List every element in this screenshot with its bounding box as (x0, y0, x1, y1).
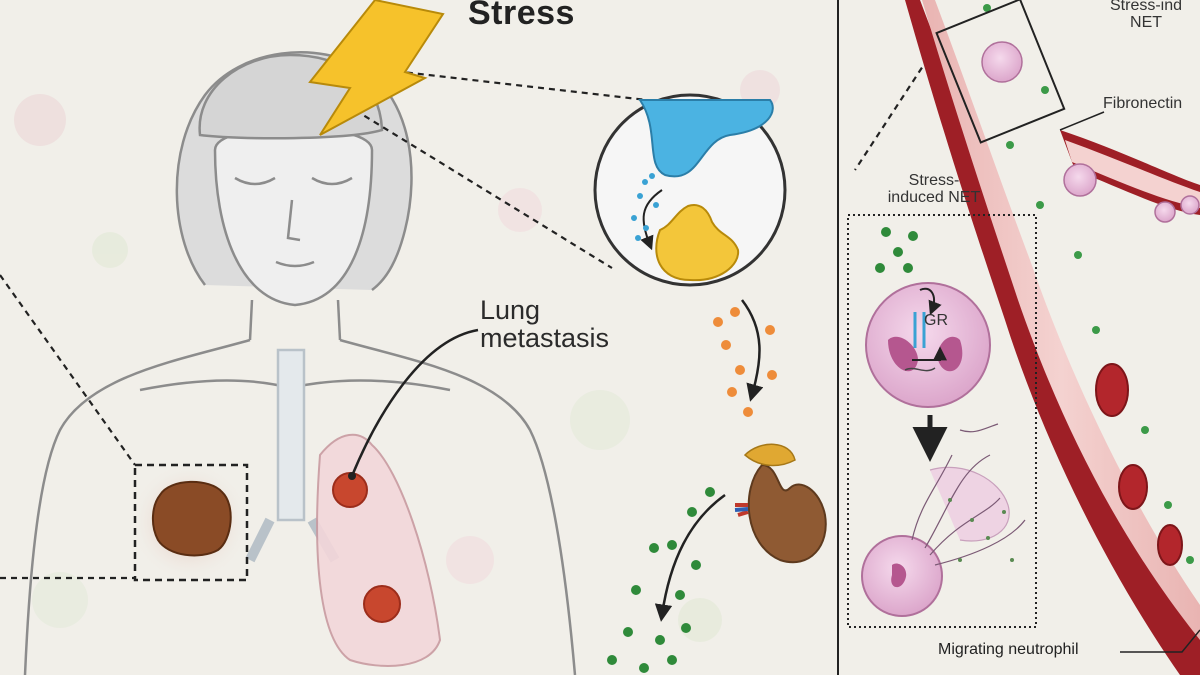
metastasis-nodule-lower (364, 586, 400, 622)
lung-metastasis-line2: metastasis (480, 324, 609, 352)
neutrophil-cell (866, 283, 990, 407)
stress-induced-net-right-line2: NET (1110, 15, 1182, 32)
stress-induced-net-label-right: Stress-ind NET (1110, 0, 1182, 32)
fibronectin-label: Fibronectin (1103, 96, 1182, 113)
adrenal-gland-icon (745, 444, 795, 465)
synapse-inset (595, 95, 785, 285)
stress-title: Stress (468, 0, 575, 32)
trachea (278, 350, 304, 520)
gr-label: GR (924, 313, 948, 330)
stress-induced-net-label-box: Stress- induced NET (866, 173, 1002, 207)
lung (317, 435, 440, 666)
fibronectin-leader (1060, 112, 1104, 130)
lung-metastasis-line1: Lung (480, 296, 609, 324)
migrating-neutrophil-label: Migrating neutrophil (938, 642, 1079, 659)
human-figure (25, 52, 575, 675)
primary-tumor (153, 482, 231, 556)
kidney-icon (749, 465, 826, 562)
stress-induced-net-box-line2: induced NET (866, 190, 1002, 207)
stress-induced-net-right-line1: Stress-ind (1110, 0, 1182, 15)
stress-induced-net-box-line1: Stress- (866, 173, 1002, 190)
lung-metastasis-label: Lung metastasis (480, 296, 609, 353)
